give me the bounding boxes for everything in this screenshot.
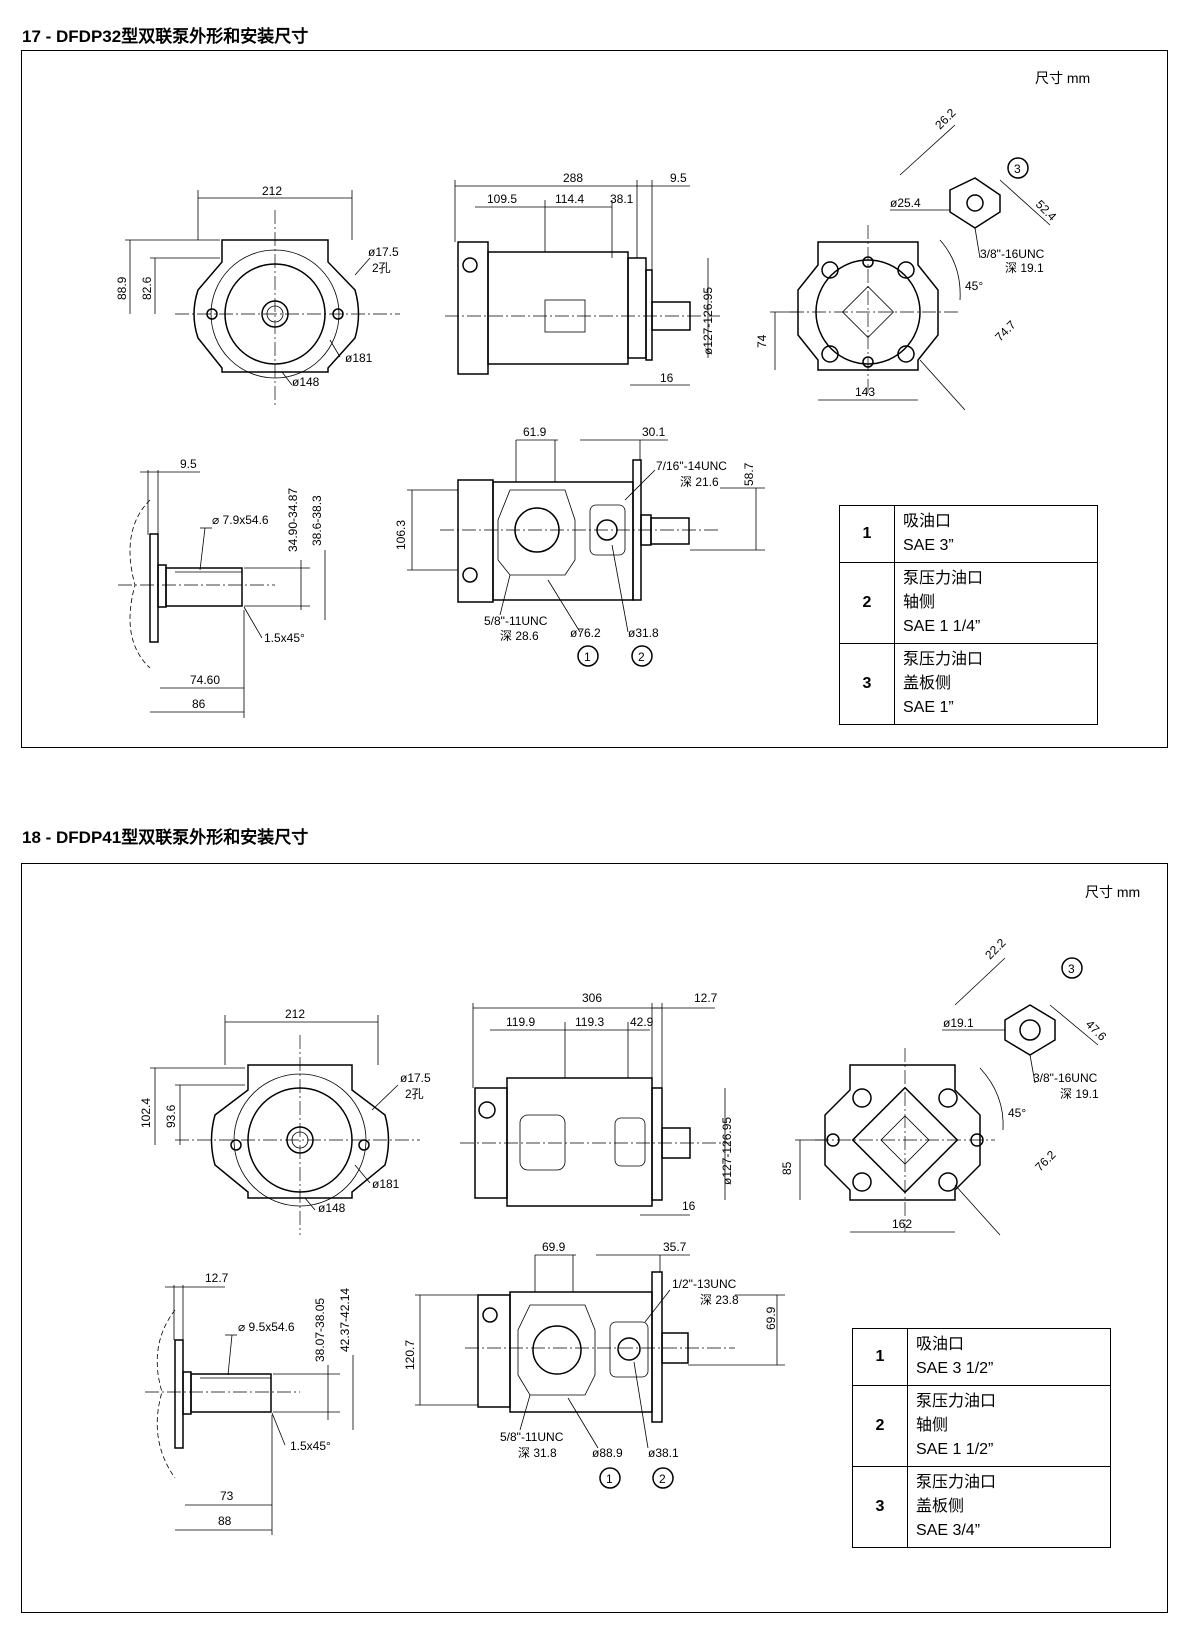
top-thread1-label: 5/8"-11UNC — [484, 614, 548, 628]
shaft-d1-dim: 34.90-34.87 — [286, 488, 300, 552]
side-a-dim: 109.5 — [487, 192, 517, 206]
end-diag-dim: 74.7 — [992, 317, 1019, 344]
end-depth-label: 深 19.1 — [1005, 261, 1044, 275]
end-h-dim: 74 — [755, 334, 769, 348]
port-num: 3 — [852, 1466, 908, 1548]
shaft-chamfer-dim: 1.5x45° — [264, 631, 305, 645]
top-d2-dim: ø31.8 — [628, 626, 659, 640]
port-desc: 泵压力油口盖板侧 SAE 3/4” — [907, 1466, 1111, 1548]
callout-3-17-label: 3 — [1014, 162, 1021, 176]
callout-2-17-label: 2 — [638, 650, 645, 664]
unit-label-17: 尺寸 mm — [1035, 70, 1091, 86]
port-line: 盖板侧 — [916, 1498, 965, 1515]
top-a-dim: 61.9 — [523, 425, 547, 439]
end-view-17: 26.2 52.4 ø25.4 3/8"-16UNC 深 19.1 45° 74… — [755, 105, 1060, 411]
top-b-dim: 30.1 — [642, 425, 666, 439]
side-shaft-dim: 16 — [660, 371, 674, 385]
top-h2-dim: 58.7 — [742, 462, 756, 486]
shaft-key-dim: ⌀ 7.9x54.6 — [212, 513, 269, 527]
end-port-b-dim: 52.4 — [1033, 197, 1060, 224]
shaft-flange-dim: 9.5 — [180, 457, 197, 471]
port-line: SAE 1” — [903, 699, 954, 716]
port-line: 轴侧 — [903, 594, 936, 611]
top-h1-dim: 106.3 — [394, 520, 408, 550]
section-title-18: 18 - DFDP41型双联泵外形和安装尺寸 — [22, 828, 309, 847]
port-desc: 吸油口 SAE 3” — [894, 505, 1098, 563]
port-line: SAE 1 1/2” — [916, 1441, 994, 1458]
side-view-17: 288 9.5 109.5 114.4 38.1 ø127-126.95 16 — [445, 171, 720, 386]
side-total-dim: 288 — [563, 171, 583, 185]
side-pilot-dim: ø127-126.95 — [701, 287, 715, 355]
side-b-dim: 114.4 — [555, 192, 584, 206]
shaft-l2-dim: 86 — [192, 697, 206, 711]
section-title-17: 17 - DFDP32型双联泵外形和安装尺寸 — [22, 27, 309, 46]
port-line: 泵压力油口 — [916, 1474, 997, 1491]
port-line: 吸油口 — [916, 1336, 965, 1353]
port-row: 1 吸油口 SAE 3” — [839, 505, 1098, 563]
end-w-dim: 143 — [855, 385, 875, 399]
port-row: 2 泵压力油口轴侧 SAE 1 1/4” — [839, 562, 1098, 644]
front-d1-dim: ø181 — [345, 351, 373, 365]
port-line: SAE 1 1/4” — [903, 618, 981, 635]
end-port-a-dim: 26.2 — [932, 105, 959, 132]
port-num: 1 — [839, 505, 895, 563]
port-line: 盖板侧 — [903, 675, 952, 692]
top-view-17: 61.9 30.1 7/16"-14UNC 深 21.6 58.7 106.3 … — [394, 425, 765, 667]
port-line: SAE 3” — [903, 537, 954, 554]
front-hole-dim: ø17.5 — [368, 245, 399, 259]
top-thread2-label: 7/16"-14UNC — [656, 459, 727, 473]
port-desc: 吸油口 SAE 3 1/2” — [907, 1328, 1111, 1386]
front-width-dim: 212 — [262, 184, 282, 198]
port-row: 2 泵压力油口轴侧 SAE 1 1/2” — [852, 1385, 1111, 1467]
top-d1-dim: ø76.2 — [570, 626, 601, 640]
shaft-l1-dim: 74.60 — [190, 673, 220, 687]
front-hole-count: 2孔 — [372, 261, 391, 275]
port-num: 2 — [852, 1385, 908, 1467]
shaft-d2-dim: 38.6-38.3 — [310, 495, 324, 546]
front-h1-dim: 88.9 — [115, 276, 129, 300]
drawing-frame-18 — [21, 863, 1168, 1613]
top-depth1-label: 深 28.6 — [500, 629, 539, 643]
end-thread-label: 3/8"-16UNC — [980, 247, 1045, 261]
port-row: 1 吸油口 SAE 3 1/2” — [852, 1328, 1111, 1386]
port-num: 1 — [852, 1328, 908, 1386]
drawing-17: 212 88.9 82.6 ø17.5 2孔 ø181 ø148 288 9.5… — [115, 105, 1060, 718]
port-row: 3 泵压力油口盖板侧 SAE 1” — [839, 643, 1098, 725]
front-d2-dim: ø148 — [292, 375, 320, 389]
callout-3-17 — [1007, 157, 1029, 179]
side-c-dim: 38.1 — [610, 192, 634, 206]
shaft-view-17: 9.5 ⌀ 7.9x54.6 34.90-34.87 38.6-38.3 1.5… — [118, 457, 326, 718]
port-desc: 泵压力油口轴侧 SAE 1 1/2” — [907, 1385, 1111, 1467]
front-view-17: 212 88.9 82.6 ø17.5 2孔 ø181 ø148 — [115, 184, 400, 405]
port-line: 轴侧 — [916, 1417, 949, 1434]
unit-label-18: 尺寸 mm — [1085, 884, 1141, 900]
port-row: 3 泵压力油口盖板侧 SAE 3/4” — [852, 1466, 1111, 1548]
drawing-frame-17 — [21, 50, 1168, 748]
port-num: 3 — [839, 643, 895, 725]
callout-1-17 — [577, 645, 599, 667]
callout-1-17-label: 1 — [584, 650, 591, 664]
port-line: 泵压力油口 — [903, 570, 984, 587]
front-h2-dim: 82.6 — [140, 276, 154, 300]
port-line: 泵压力油口 — [903, 651, 984, 668]
end-angle-dim: 45° — [965, 279, 983, 293]
port-line: SAE 3/4” — [916, 1522, 981, 1539]
end-port-d-dim: ø25.4 — [890, 196, 921, 210]
port-line: SAE 3 1/2” — [916, 1360, 994, 1377]
port-desc: 泵压力油口盖板侧 SAE 1” — [894, 643, 1098, 725]
port-line: 吸油口 — [903, 513, 952, 530]
side-flange-dim: 9.5 — [670, 171, 687, 185]
port-line: 泵压力油口 — [916, 1393, 997, 1410]
port-desc: 泵压力油口轴侧 SAE 1 1/4” — [894, 562, 1098, 644]
port-num: 2 — [839, 562, 895, 644]
top-depth2-label: 深 21.6 — [680, 475, 719, 489]
callout-2-17 — [631, 645, 653, 667]
